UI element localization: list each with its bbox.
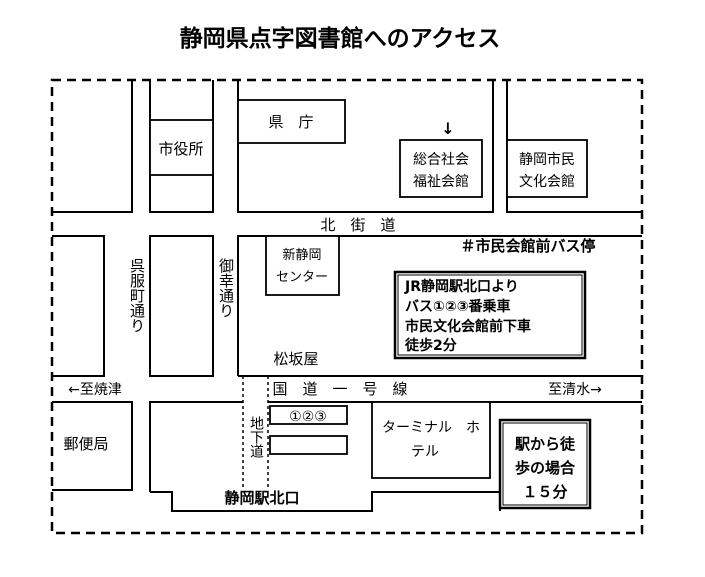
label-bus-stop: ＃市民会館前バス停 xyxy=(460,237,595,255)
block-bottom-mid xyxy=(149,401,243,492)
arrow-down-icon: ↓ xyxy=(441,119,454,138)
label-shinshizuoka-line2: センター xyxy=(276,270,328,285)
bus-info-line1: JR静岡駅北口より xyxy=(404,278,519,295)
walk-info-line2: 歩の場合 xyxy=(515,459,576,477)
city-blocks xyxy=(52,80,642,512)
label-matsuzakaya: 松坂屋 xyxy=(273,350,318,368)
bus-stop-box-2 xyxy=(269,435,348,455)
label-kencho: 県 庁 xyxy=(268,113,313,131)
bus-stop-box-1 xyxy=(269,405,348,425)
label-shimin-line2: 文化会館 xyxy=(519,173,575,190)
map-boundary xyxy=(50,78,644,535)
label-yubinkyoku: 郵便局 xyxy=(63,435,108,453)
block-mid-left xyxy=(52,235,105,377)
building-shiyakusho xyxy=(149,119,214,176)
label-kokudo1: 国 道 一 号 線 xyxy=(272,380,407,398)
label-terminal-line1: ターミナル ホ xyxy=(382,420,480,436)
label-sogo-line2: 福祉会館 xyxy=(413,173,469,190)
block-gofukucho-miyuki xyxy=(149,235,214,377)
block-kencho-area xyxy=(237,80,494,213)
label-shinshizuoka-line1: 新静岡 xyxy=(282,247,321,263)
label-shiyakusho: 市役所 xyxy=(158,140,203,158)
label-station: 静岡駅北口 xyxy=(224,489,299,507)
bus-info-box xyxy=(393,270,587,360)
building-shimin-bunka xyxy=(506,139,588,198)
walk-info-line1: 駅から徒 xyxy=(514,435,576,453)
bus-info-line4: 徒歩2分 xyxy=(404,337,457,354)
building-terminal-hotel xyxy=(371,401,491,479)
label-to-shimizu: 至清水→ xyxy=(548,382,602,398)
block-mid-right xyxy=(237,235,642,376)
label-shimin-line1: 静岡市民 xyxy=(519,151,575,168)
walk-info-box xyxy=(498,418,592,510)
label-gofukucho: 呉服町通り xyxy=(128,258,146,333)
buildings xyxy=(149,99,588,479)
block-top-right xyxy=(506,80,642,213)
block-yubin-area xyxy=(52,401,133,491)
walk-info-box-inner xyxy=(502,422,588,506)
underground-passage xyxy=(242,376,269,490)
block-station-edge xyxy=(150,491,500,512)
building-sogo-fukushi xyxy=(399,139,483,198)
label-miyuki: 御幸通り xyxy=(217,258,235,318)
label-bus-stop-numbers: ①②③ xyxy=(289,409,327,425)
building-kencho xyxy=(237,99,346,144)
label-terminal-line2: テル xyxy=(411,444,439,460)
bus-info-line3: 市民文化会館前下車 xyxy=(405,318,531,335)
block-top-left xyxy=(52,80,133,213)
map-title: 静岡県点字図書館へのアクセス xyxy=(180,25,501,52)
label-to-yaizu: ←至焼津 xyxy=(68,382,122,398)
label-sogo-line1: 総合社会 xyxy=(413,152,469,168)
bus-info-line2: バス①②③番乗車 xyxy=(405,298,511,315)
label-kitakaido: 北 街 道 xyxy=(320,216,395,234)
label-chika: 地下道 xyxy=(248,416,264,459)
building-shinshizuoka xyxy=(265,235,340,296)
bus-info-box-inner xyxy=(397,274,583,356)
walk-info-line3: １５分 xyxy=(522,483,567,501)
